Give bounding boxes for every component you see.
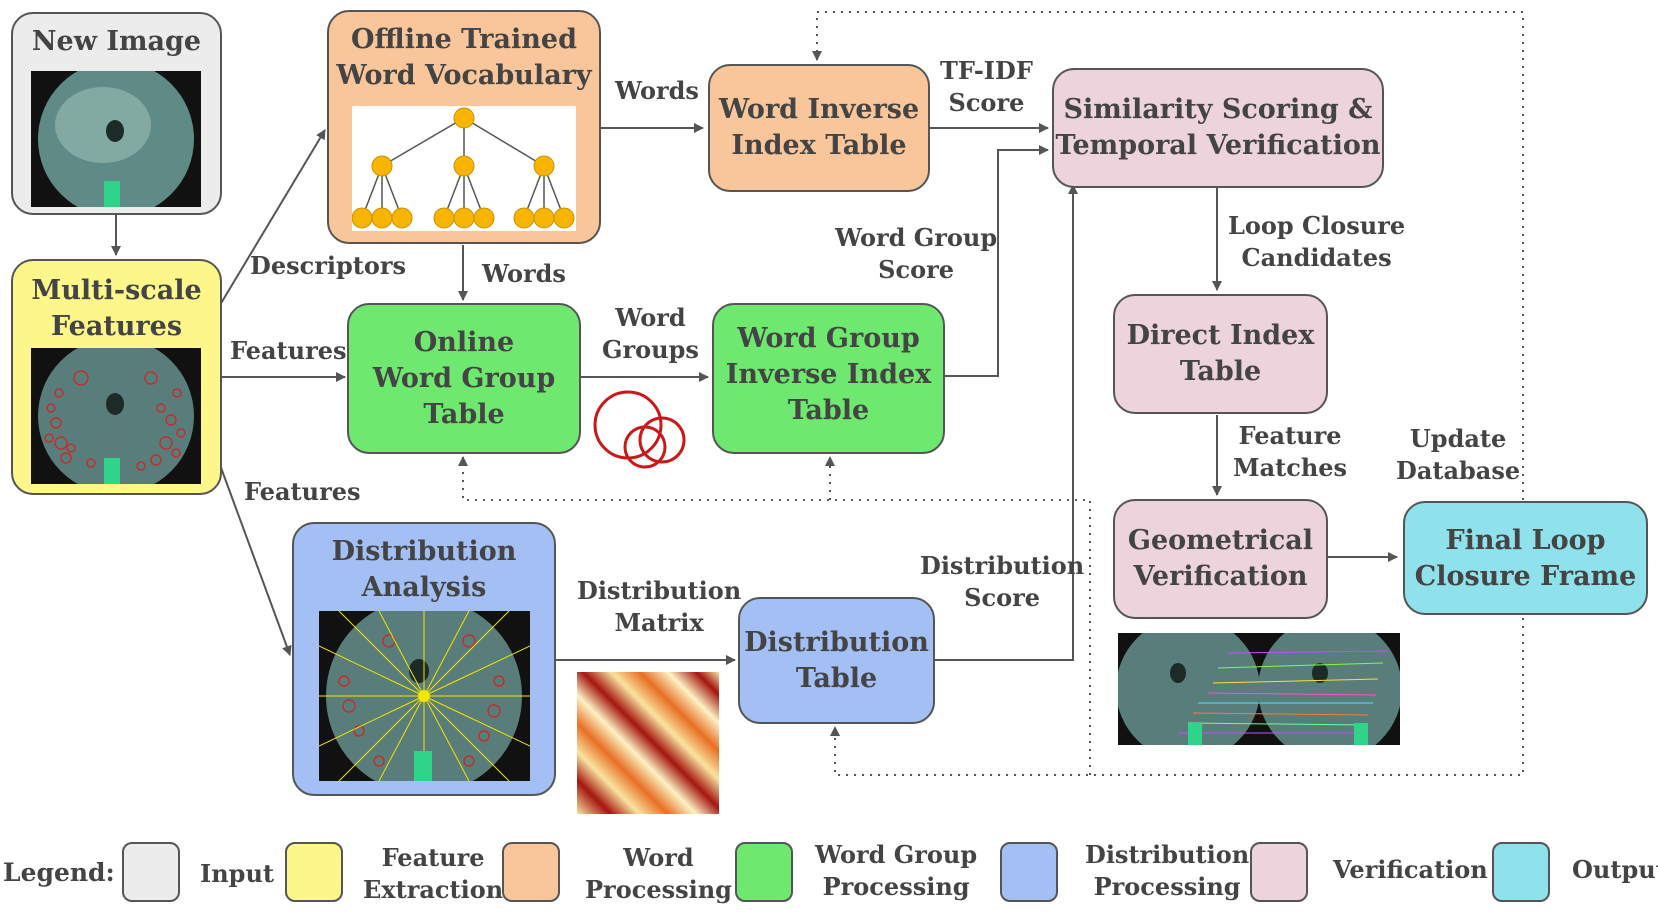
distribution-rays-image xyxy=(319,611,530,781)
edge-features-low xyxy=(219,464,292,656)
label-words-mid: Words xyxy=(482,259,566,288)
label-update-database: Update Database xyxy=(1396,424,1521,485)
geometrical-verification-node: Geometrical Verification xyxy=(1113,499,1328,619)
distribution-analysis-title: Distribution Analysis xyxy=(331,536,517,603)
label-feature-matches: Feature Matches xyxy=(1233,421,1348,482)
label-descriptors: Descriptors xyxy=(250,251,406,280)
direct-index-node: Direct Index Table xyxy=(1113,294,1328,414)
legend-swatch-word-group-processing xyxy=(735,842,793,902)
distribution-matrix-heatmap xyxy=(577,672,719,814)
edge-descriptors xyxy=(219,129,326,306)
legend-label-output: Output xyxy=(1572,855,1658,884)
edge-dist-score xyxy=(935,184,1078,661)
dotted-update-database xyxy=(812,11,1524,500)
geometrical-verification-title: Geometrical Verification xyxy=(1127,525,1314,592)
label-words-top: Words xyxy=(615,76,699,105)
final-loop-closure-node: Final Loop Closure Frame xyxy=(1403,501,1648,615)
legend-label-word-processing: Word Processing xyxy=(585,843,732,904)
similarity-scoring-title: Similarity Scoring & Temporal Verificati… xyxy=(1055,94,1381,161)
online-word-group-node: Online Word Group Table xyxy=(347,303,581,454)
legend-label-verification: Verification xyxy=(1333,855,1488,884)
label-features-low: Features xyxy=(244,477,361,506)
feature-detections-image xyxy=(31,348,201,484)
similarity-scoring-node: Similarity Scoring & Temporal Verificati… xyxy=(1052,68,1384,188)
distribution-table-node: Distribution Table xyxy=(738,597,935,724)
legend-swatch-output xyxy=(1492,842,1550,902)
label-loop-closure-candidates: Loop Closure Candidates xyxy=(1228,211,1406,272)
legend-label-input: Input xyxy=(200,859,274,888)
legend-swatch-word-processing xyxy=(502,842,560,902)
word-groups-venn-icon xyxy=(593,390,686,469)
word-group-inverse-index-node: Word Group Inverse Index Table xyxy=(712,303,945,454)
feature-matches-image xyxy=(1118,633,1400,745)
online-word-group-title: Online Word Group Table xyxy=(372,327,556,430)
legend-swatch-verification xyxy=(1250,842,1308,902)
vocabulary-tree-image xyxy=(352,106,576,231)
legend-swatch-distribution-processing xyxy=(1000,842,1058,902)
word-group-inverse-index-title: Word Group Inverse Index Table xyxy=(725,323,932,426)
label-tfidf-score: TF-IDF Score xyxy=(940,56,1033,117)
new-image-title: New Image xyxy=(31,26,202,57)
word-inverse-index-title: Word Inverse Index Table xyxy=(718,94,920,161)
endoscopic-image xyxy=(31,71,201,207)
edge-group-score xyxy=(945,145,1049,377)
offline-vocabulary-title: Offline Trained Word Vocabulary xyxy=(336,24,592,91)
final-loop-closure-title: Final Loop Closure Frame xyxy=(1414,525,1637,592)
label-features-mid: Features xyxy=(230,336,347,365)
multiscale-features-title: Multi-scale Features xyxy=(31,275,202,342)
word-inverse-index-node: Word Inverse Index Table xyxy=(708,64,930,192)
legend-title: Legend: xyxy=(3,858,115,887)
label-word-group-score: Word Group Score xyxy=(835,223,998,284)
legend-swatch-input xyxy=(122,842,180,902)
legend-label-word-group-processing: Word Group Processing xyxy=(815,840,978,901)
legend-label-feature-extraction: Feature Extraction xyxy=(363,843,504,904)
label-distribution-score: Distribution Score xyxy=(920,551,1085,612)
label-word-groups: Word Groups xyxy=(602,303,699,364)
legend-label-distribution-processing: Distribution Processing xyxy=(1085,840,1250,901)
dotted-to-online-group xyxy=(458,456,1091,775)
label-distribution-matrix: Distribution Matrix xyxy=(577,576,742,637)
distribution-table-title: Distribution Table xyxy=(744,627,929,694)
legend-swatch-feature-extraction xyxy=(285,842,343,902)
direct-index-title: Direct Index Table xyxy=(1126,320,1315,387)
